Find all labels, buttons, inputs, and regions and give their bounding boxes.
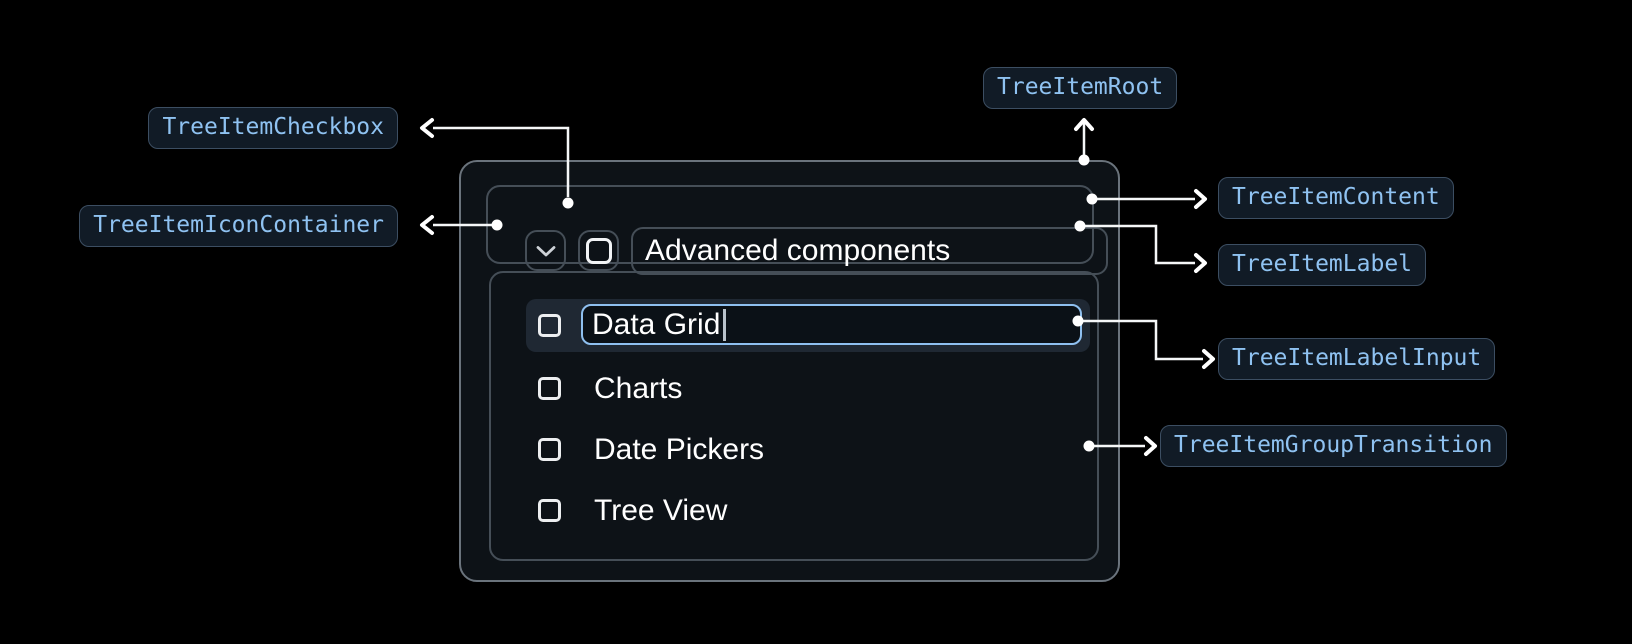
checkbox-unchecked-icon[interactable]: [538, 314, 561, 337]
badge-tree-item-label-input: TreeItemLabelInput: [1218, 338, 1496, 380]
tree-row-label: Date Pickers: [594, 432, 765, 466]
checkbox-unchecked-icon[interactable]: [538, 438, 561, 461]
tree-row[interactable]: Tree View: [538, 484, 727, 537]
text-caret: [723, 308, 727, 341]
label-input-value: Data Grid: [592, 307, 721, 341]
badge-tree-item-icon-container: TreeItemIconContainer: [79, 205, 398, 247]
badge-tree-item-root: TreeItemRoot: [983, 67, 1178, 109]
checkbox-unchecked-icon: [585, 237, 612, 264]
tree-item-label[interactable]: Advanced components: [631, 227, 1108, 275]
tree-row-label: Tree View: [594, 493, 728, 527]
badge-tree-item-content: TreeItemContent: [1218, 177, 1454, 219]
tree-item-root: Advanced components Data Grid Charts Dat…: [459, 160, 1120, 582]
connector-root: [1074, 118, 1094, 166]
badge-tree-item-label: TreeItemLabel: [1218, 244, 1427, 286]
tree-row[interactable]: Date Pickers: [538, 423, 764, 476]
chevron-down-icon: [535, 244, 557, 258]
badge-tree-item-checkbox: TreeItemCheckbox: [148, 107, 398, 149]
badge-tree-item-group-transition: TreeItemGroupTransition: [1160, 425, 1507, 467]
tree-item-content[interactable]: Advanced components: [486, 185, 1108, 275]
tree-item-label-text: Advanced components: [645, 234, 951, 267]
checkbox-unchecked-icon[interactable]: [538, 499, 561, 522]
tree-item-group-transition: Data Grid Charts Date Pickers Tree View: [489, 271, 1099, 561]
tree-item-checkbox[interactable]: [578, 230, 619, 271]
tree-row-label: Charts: [594, 371, 683, 405]
checkbox-unchecked-icon[interactable]: [538, 377, 561, 400]
tree-row-editing[interactable]: Data Grid: [526, 299, 1090, 352]
tree-row[interactable]: Charts: [538, 362, 682, 415]
tree-item-label-input[interactable]: Data Grid: [581, 304, 1082, 345]
expand-button[interactable]: [525, 230, 566, 271]
